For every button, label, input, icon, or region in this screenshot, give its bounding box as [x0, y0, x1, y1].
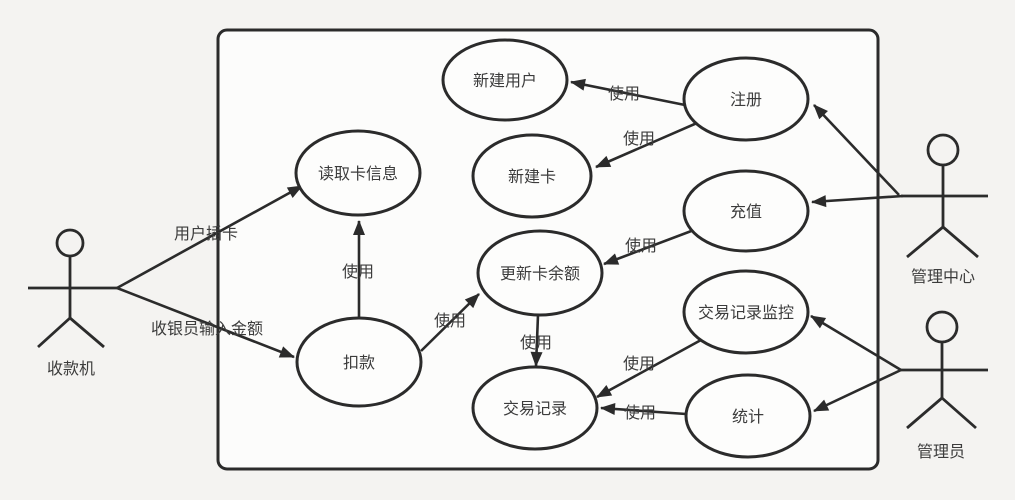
use-case-new-card: 新建卡 — [471, 133, 593, 219]
new-card-ellipse — [471, 133, 593, 219]
use-case-deduct: 扣款 — [295, 316, 423, 408]
transaction-monitor-label: 交易记录监控 — [698, 304, 794, 322]
update-card-balance-ellipse — [476, 229, 604, 317]
actor-head — [55, 228, 85, 258]
new-card-label: 新建卡 — [508, 168, 556, 186]
transaction-monitor-ellipse — [682, 269, 810, 355]
edge-label-use-deduct-update: 使用 — [434, 312, 466, 330]
register-ellipse — [682, 56, 810, 142]
transaction-record-ellipse — [471, 365, 599, 451]
read-card-info-label: 读取卡信息 — [318, 165, 398, 183]
edge-cash-register-to-deduct — [116, 286, 295, 359]
deduct-ellipse — [295, 316, 423, 408]
edge-label-use-deduct-readcard: 使用 — [342, 263, 374, 281]
deduct-label: 扣款 — [343, 354, 375, 372]
edge-register-to-new-user — [570, 78, 686, 107]
new-user-ellipse — [441, 38, 569, 122]
edge-label-use-recharge-update: 使用 — [625, 237, 657, 255]
use-case-recharge: 充值 — [682, 169, 810, 253]
actor-right-leg — [942, 225, 979, 259]
actor-left-leg — [37, 316, 71, 349]
edge-center-to-recharge — [811, 194, 904, 208]
actor-head — [926, 133, 960, 167]
use-case-transaction-record: 交易记录 — [471, 365, 599, 451]
edge-recharge-to-update-balance — [603, 228, 695, 266]
edge-cash-register-to-read-card — [116, 184, 303, 290]
person-icon — [901, 133, 988, 259]
read-card-info-ellipse — [294, 129, 422, 217]
use-case-read-card-info: 读取卡信息 — [294, 129, 422, 217]
edge-label-use-register-newcard: 使用 — [623, 130, 655, 148]
edge-update-balance-to-transaction-record — [530, 314, 543, 367]
edge-register-to-new-card — [595, 121, 698, 169]
use-case-new-user: 新建用户 — [441, 38, 569, 122]
edge-label-use-update-transrecord: 使用 — [520, 334, 552, 352]
person-icon — [901, 310, 988, 430]
edge-center-to-register — [813, 104, 900, 196]
register-label: 注册 — [730, 91, 762, 109]
edge-monitor-to-transaction-record — [596, 338, 702, 399]
actor-administrator: 管理员 — [901, 310, 988, 461]
recharge-label: 充值 — [730, 203, 762, 221]
management-center-actor-label: 管理中心 — [911, 268, 975, 286]
update-card-balance-label: 更新卡余额 — [500, 264, 580, 283]
actor-management-center: 管理中心 — [901, 133, 988, 286]
actor-left-leg — [906, 225, 944, 259]
statistics-label: 统计 — [732, 408, 764, 426]
edge-label-user-insert-card: 用户插卡 — [174, 225, 238, 243]
edge-label-use-register-newuser: 使用 — [608, 85, 640, 103]
use-case-transaction-monitor: 交易记录监控 — [682, 269, 810, 355]
actor-right-leg — [69, 316, 105, 349]
cash-register-actor-label: 收款机 — [47, 360, 95, 378]
edge-label-use-monitor-transrecord: 使用 — [623, 355, 655, 373]
recharge-ellipse — [682, 169, 810, 253]
actor-head — [925, 310, 959, 344]
actor-cash-register: 收款机 — [28, 228, 117, 378]
edge-admin-to-monitor — [810, 314, 902, 372]
statistics-ellipse — [684, 373, 812, 459]
edge-admin-to-statistics — [813, 368, 902, 413]
actor-right-leg — [941, 396, 977, 430]
person-icon — [28, 228, 117, 349]
transaction-record-label: 交易记录 — [503, 400, 567, 418]
edge-label-use-statistics-transrecord: 使用 — [624, 404, 656, 422]
use-case-update-card-balance: 更新卡余额 — [476, 229, 604, 317]
edge-statistics-to-transaction-record — [600, 403, 687, 416]
administrator-actor-label: 管理员 — [917, 443, 965, 461]
use-case-statistics: 统计 — [684, 373, 812, 459]
new-user-label: 新建用户 — [473, 72, 537, 90]
edge-deduct-to-update-balance — [420, 293, 480, 352]
actor-left-leg — [906, 396, 943, 430]
use-case-register: 注册 — [682, 56, 810, 142]
edge-label-cashier-input-amount: 收银员输入金额 — [151, 320, 263, 338]
